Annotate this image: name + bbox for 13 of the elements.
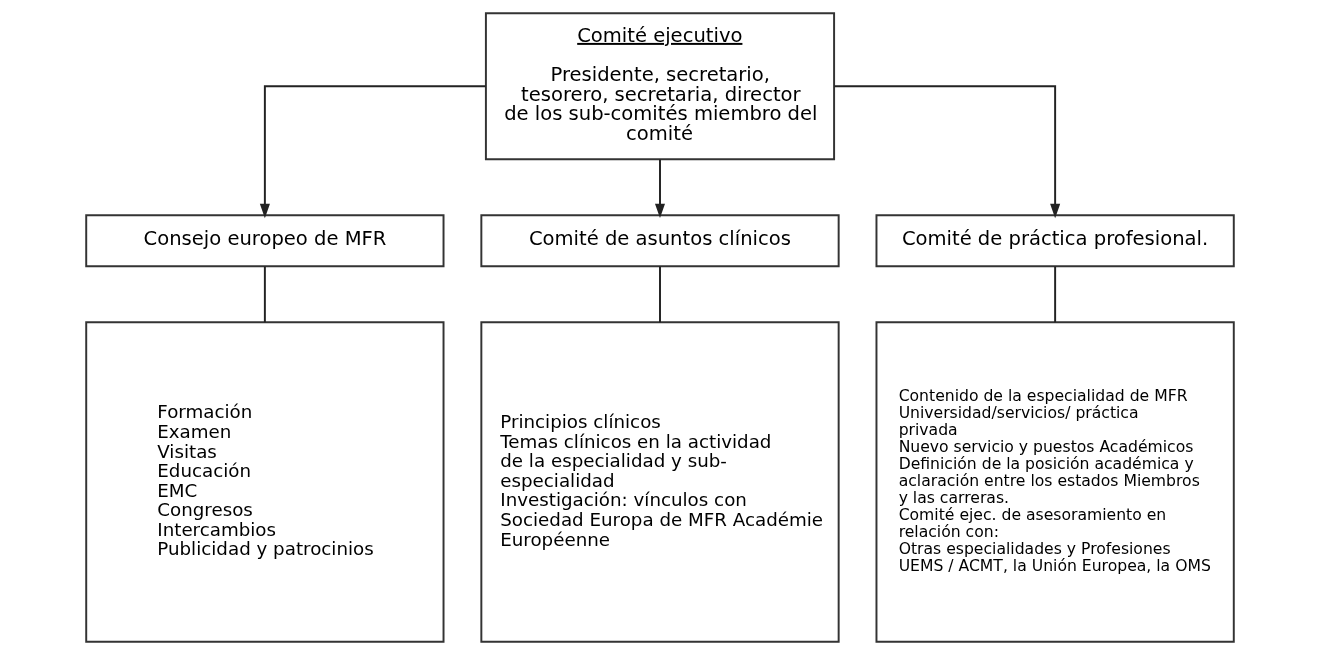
node-box: Consejo europeo de MFR <box>85 214 445 268</box>
connector <box>1054 265 1057 324</box>
node-box: Comité ejecutivo Presidente, secretario, tesorero, secretaria, director de los sub-comités miembro del comité <box>484 12 836 161</box>
connector <box>659 265 661 324</box>
node-box: Contenido de la especialidad de MFR Universidad/servicios/ práctica privada Nuevo servicio y puestos Académicos Definición de la posición académica y aclaración entre los estados Miembros y las carreras. Comité ejec. de asesoramiento en relación con: Otras especialidades y Profesiones UEMS / ACMT, la Unión Europea, la OMS <box>875 321 1235 643</box>
connector <box>263 265 266 324</box>
arrow <box>833 85 1061 219</box>
node-box: Formación Examen Visitas Educación EMC Congresos Intercambios Publicidad y patrocinios <box>85 321 445 643</box>
arrow <box>259 85 487 219</box>
node-box: Principios clínicos Temas clínicos en la actividad de la especialidad y sub-especialidad Investigación: vínculos con Sociedad Europa de MFR Académie Européenne <box>480 321 840 643</box>
arrow <box>654 158 666 219</box>
node-box: Comité de asuntos clínicos <box>480 214 840 268</box>
node-box: Comité de práctica profesional. <box>875 214 1235 268</box>
